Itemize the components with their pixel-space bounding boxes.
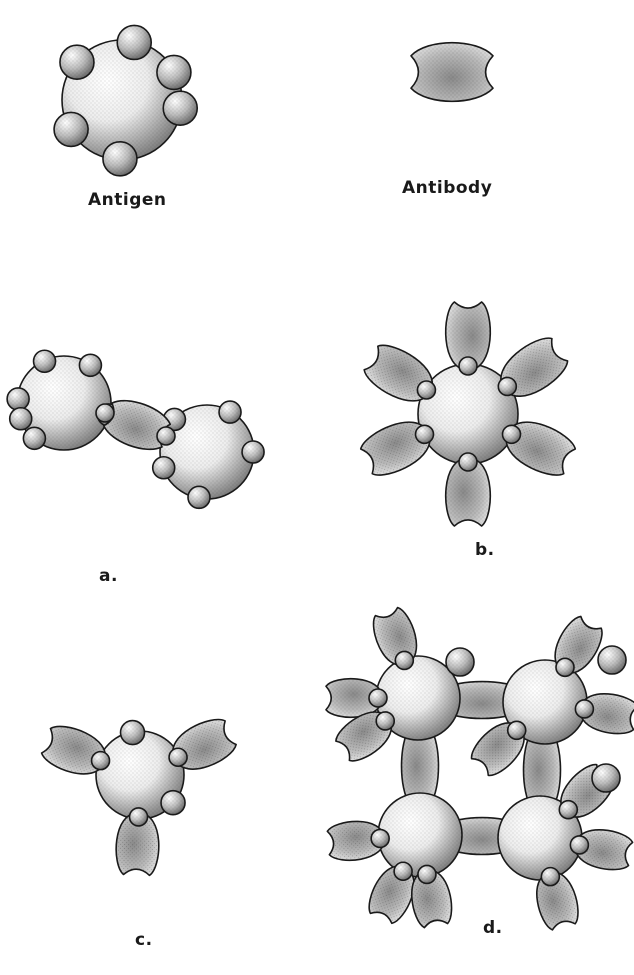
antigen-determinant <box>34 350 56 372</box>
antigen-determinant <box>503 425 521 443</box>
antigen-determinant <box>242 441 264 463</box>
antigen-determinant <box>153 457 175 479</box>
antigen-label: Antigen <box>88 190 167 210</box>
antigen-determinant <box>417 381 435 399</box>
antigen-determinant <box>369 689 387 707</box>
antigen-determinant <box>395 651 413 669</box>
antigen-determinant <box>117 25 151 59</box>
antigen-determinant <box>7 388 29 410</box>
antigen-determinant <box>459 453 477 471</box>
antigen-determinant <box>23 427 45 449</box>
antigen-determinant <box>570 836 588 854</box>
panel-d-label: d. <box>483 918 503 938</box>
antigen-determinant <box>418 865 436 883</box>
antigen-determinant <box>559 801 577 819</box>
antigen-determinant <box>157 55 191 89</box>
antigen-determinant <box>188 486 210 508</box>
antigen-determinant <box>219 401 241 423</box>
antigen-determinant <box>54 112 88 146</box>
antibody-bridge <box>100 394 173 456</box>
antigen-determinant <box>130 808 148 826</box>
antigen-determinant <box>508 721 526 739</box>
antigen-determinant <box>103 142 137 176</box>
antigen-determinant <box>575 700 593 718</box>
antigen-determinant <box>446 648 474 676</box>
panel-c-label: c. <box>135 930 153 950</box>
antigen-determinant <box>163 91 197 125</box>
antigen-determinant <box>169 748 187 766</box>
antigen-determinant <box>376 712 394 730</box>
antigen-determinant <box>592 764 620 792</box>
antigen-determinant <box>10 408 32 430</box>
antigen-determinant <box>598 646 626 674</box>
antigen-determinant <box>371 829 389 847</box>
antigen-sphere <box>378 793 462 877</box>
antigen-determinant <box>498 377 516 395</box>
antigen-determinant <box>541 868 559 886</box>
antigen-determinant <box>556 658 574 676</box>
antigen-determinant <box>92 752 110 770</box>
antigen-determinant <box>459 357 477 375</box>
antibody-molecule <box>411 43 493 102</box>
antibody-label: Antibody <box>402 178 492 198</box>
antigen-determinant <box>121 721 145 745</box>
antigen-determinant <box>79 354 101 376</box>
antigen-determinant <box>60 45 94 79</box>
panel-a-label: a. <box>99 566 118 586</box>
antigen-determinant <box>157 427 175 445</box>
antigen-determinant <box>415 425 433 443</box>
antigen-determinant <box>394 862 412 880</box>
antigen-determinant <box>96 404 114 422</box>
antigen-determinant <box>161 791 185 815</box>
panel-b-label: b. <box>475 540 495 560</box>
